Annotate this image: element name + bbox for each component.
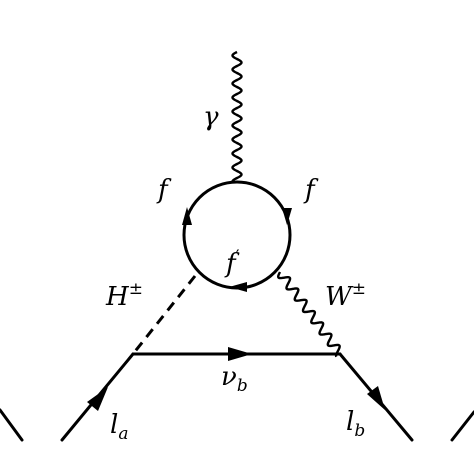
outgoing-lepton-label: lb bbox=[346, 407, 365, 441]
w-boson-label: W± bbox=[325, 279, 366, 312]
photon-label: γ bbox=[203, 102, 219, 132]
outgoing-lepton-arrow bbox=[367, 386, 385, 410]
fermion-right-label: f bbox=[303, 175, 319, 205]
loop-arrow-right bbox=[282, 208, 292, 225]
loop-arrow-bottom bbox=[229, 282, 247, 292]
fermion-prime-label: f′ bbox=[224, 247, 240, 279]
fermion-loop bbox=[182, 180, 292, 290]
neutrino-arrow bbox=[228, 347, 252, 361]
loop-arrow-left bbox=[182, 207, 192, 225]
photon-propagator bbox=[231, 50, 243, 183]
charged-higgs-label: H± bbox=[105, 279, 143, 312]
edge-fragment-left bbox=[0, 408, 24, 442]
fermion-left-label: f bbox=[156, 175, 172, 205]
neutrino-label: νb bbox=[221, 362, 248, 396]
edge-fragment-right bbox=[450, 410, 474, 442]
w-boson-propagator bbox=[276, 271, 341, 358]
incoming-lepton-label: la bbox=[110, 410, 128, 444]
incoming-lepton-arrow bbox=[87, 387, 108, 411]
